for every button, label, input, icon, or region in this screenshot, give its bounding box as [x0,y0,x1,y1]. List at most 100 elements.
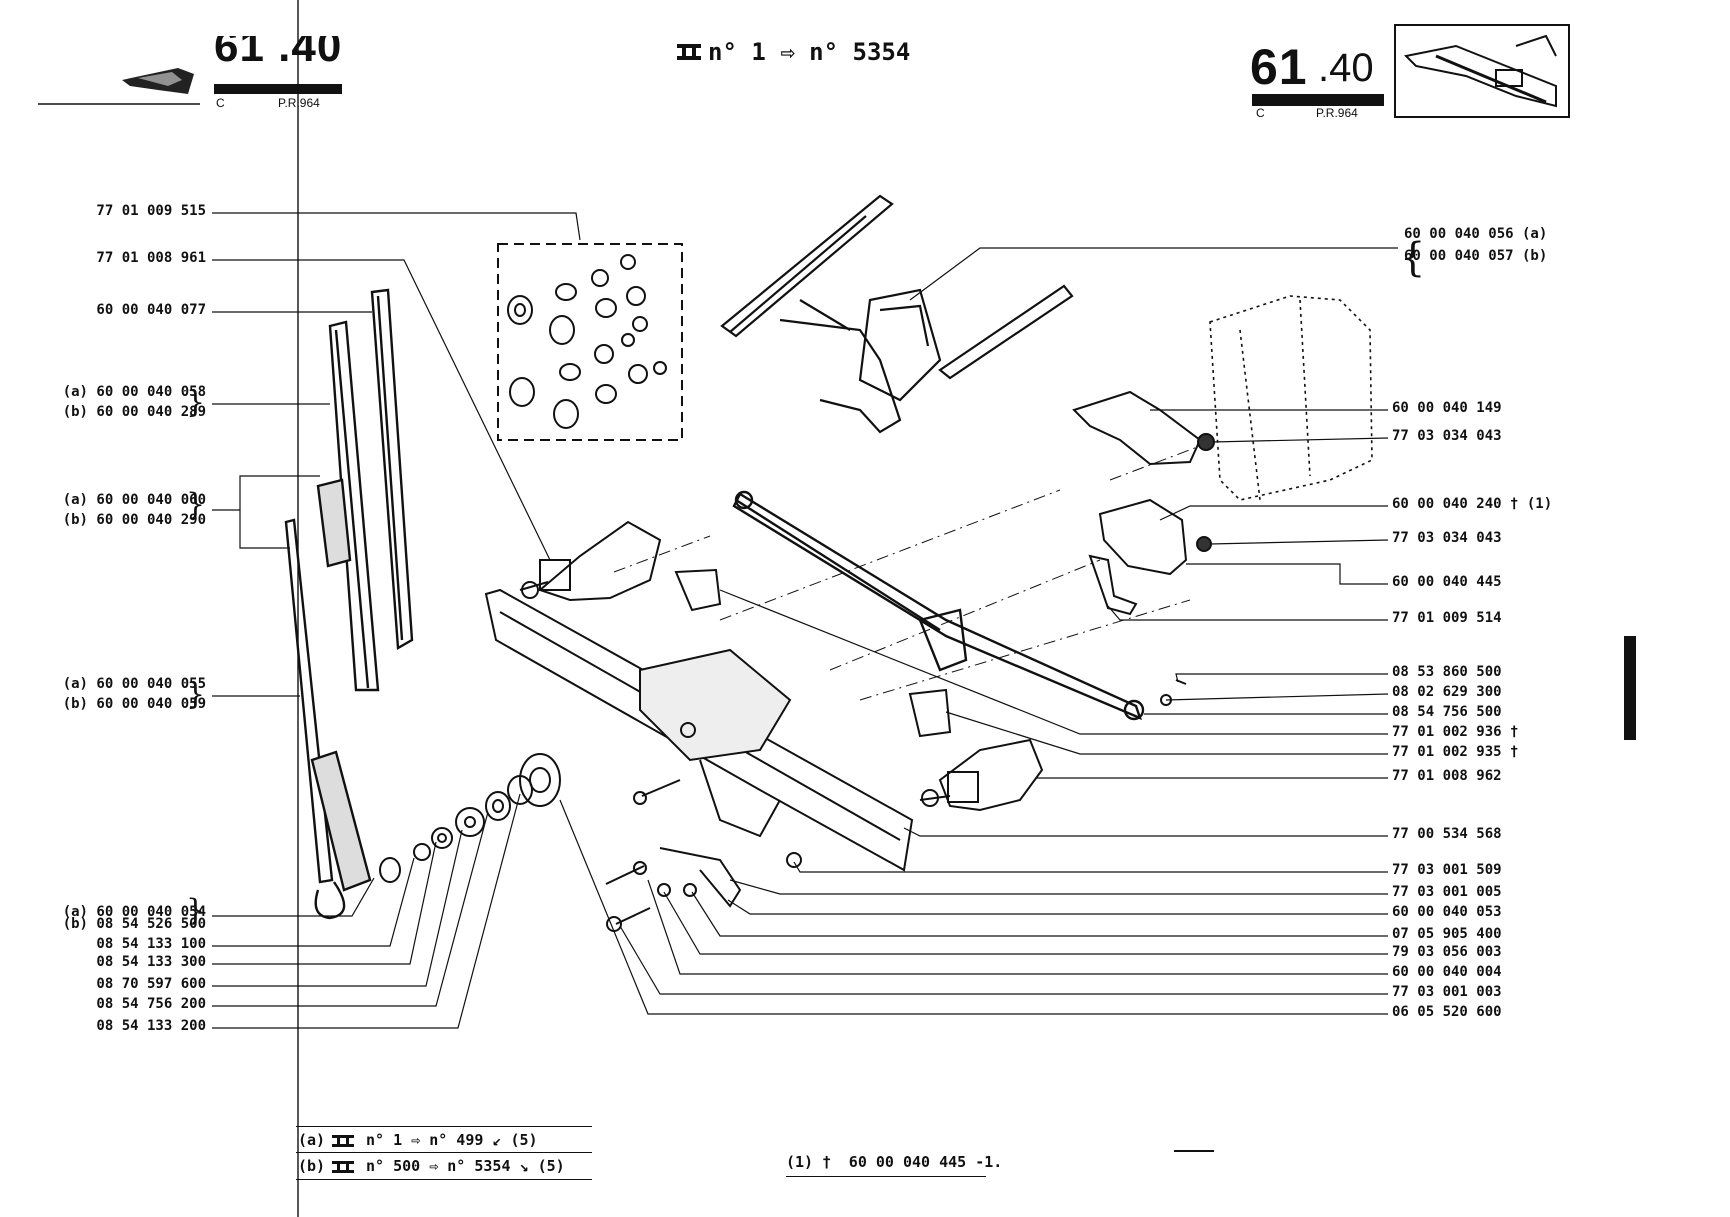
wiper-blade-group [284,288,414,920]
motor-bracket [1072,390,1215,616]
leader-lines [212,212,1398,1029]
right-leader-20 [663,891,1388,955]
right-leader-1 [909,247,1398,301]
right-part-label-7: 60 00 040 445 [1392,574,1502,590]
brace-right-top: { [1400,235,1426,281]
right-part-label-11: 08 54 756 500 [1392,704,1502,720]
right-leader-6 [1209,539,1389,545]
left-part-label-9: (b) 60 00 040 059 [62,696,206,712]
right-part-label-15: 77 00 534 568 [1392,826,1502,842]
motor-housing [1209,295,1373,501]
mounting-panel [484,588,914,872]
left-part-label-10: (a) 60 00 040 054 [62,904,206,920]
right-part-label-8: 77 01 009 514 [1392,610,1502,626]
left-part-label-7: (b) 60 00 040 290 [62,512,206,528]
right-part-label-1: 60 00 040 056 (a) [1404,226,1548,242]
footnote-b-key: (b) [298,1157,326,1175]
right-part-label-21: 60 00 040 004 [1392,964,1502,980]
top-wiper-assembly [720,194,1074,434]
section-number-left: 61 .40 [214,22,343,71]
c-right: C [1256,106,1265,120]
left-part-label-1: 77 01 009 515 [96,203,206,219]
right-leader-16 [793,861,1388,873]
footnote-b-text: n° 500 ⇨ n° 5354 ↘ (5) [366,1157,565,1175]
section-bar-right [1252,94,1384,106]
right-part-label-23: 06 05 520 600 [1392,1004,1502,1020]
pr-left: P.R.964 [278,96,320,110]
logo-left [118,60,198,100]
logo-left-icon [122,68,194,94]
footnote-table: (a) n° 1 ⇨ n° 499 ↙ (5) (b) n° 500 ⇨ n° … [296,1126,592,1180]
section-bar-left [214,84,342,94]
left-leader-6 [212,475,320,511]
footnote-a-text: n° 1 ⇨ n° 499 ↙ (5) [366,1131,538,1149]
left-leader-12 [212,857,415,947]
parts-drawing [38,0,1373,1217]
left-part-label-3: 60 00 040 077 [96,302,206,318]
right-leader-8 [1107,605,1388,621]
right-part-label-19: 07 05 905 400 [1392,926,1502,942]
left-part-label-5: (b) 60 00 040 289 [62,404,206,420]
left-part-label-4: (a) 60 00 040 058 [62,384,206,400]
right-leader-21 [647,879,1388,975]
brace-left-054: } [186,893,206,928]
right-part-label-22: 77 03 001 003 [1392,984,1502,1000]
brace-left-060: } [186,487,206,522]
section-number-right: 61 [1250,39,1308,95]
right-leader-9 [1175,673,1388,683]
right-leader-17 [729,879,1388,895]
footnote-one: (1) † 60 00 040 445 -1. [786,1152,1002,1177]
right-part-label-17: 77 03 001 005 [1392,884,1502,900]
brace-left-055: } [186,677,206,712]
left-leader-1 [212,212,581,241]
brace-left-058: } [186,385,206,420]
pr-right: P.R.964 [1316,106,1358,120]
bushing-kit-parts [507,254,667,429]
left-leader-13 [212,841,437,965]
left-leader-14 [212,829,463,987]
right-leader-13 [945,711,1388,755]
wheelbox-left [519,520,662,602]
right-part-label-18: 60 00 040 053 [1392,904,1502,920]
right-part-label-10: 08 02 629 300 [1392,684,1502,700]
right-leader-4 [1211,437,1389,443]
footnote-one-key: (1) † [786,1153,832,1171]
page-edge-mark [1624,636,1636,740]
right-leader-22 [619,925,1388,995]
left-part-label-15: 08 54 756 200 [96,996,206,1012]
right-part-label-20: 79 03 056 003 [1392,944,1502,960]
serial-range-title: n° 1 ⇨ n° 5354 [708,38,911,66]
clip-lower [908,688,952,738]
left-part-label-6: (a) 60 00 040 060 [62,492,206,508]
left-part-label-2: 77 01 008 961 [96,250,206,266]
right-part-label-2: 60 00 040 057 (b) [1404,248,1548,264]
assembly-guides [613,445,1201,701]
left-part-label-14: 08 70 597 600 [96,976,206,992]
left-leader-15 [212,811,489,1007]
right-part-label-5: 60 00 040 240 † (1) [1392,496,1553,512]
left-part-label-13: 08 54 133 300 [96,954,206,970]
right-part-label-4: 77 03 034 043 [1392,428,1502,444]
wheelbox-right [919,738,1044,812]
right-part-label-12: 77 01 002 936 † [1392,724,1519,740]
thumbnail-wiper-icon [1403,34,1557,108]
right-leader-12 [719,589,1388,735]
smudge-mark-1 [1174,1150,1214,1152]
right-part-label-14: 77 01 008 962 [1392,768,1502,784]
right-part-label-16: 77 03 001 509 [1392,862,1502,878]
left-leader-7 [239,510,290,549]
left-leader-10 [212,877,375,917]
left-leader-2 [212,259,551,561]
chassis-icon-a [332,1133,354,1147]
right-leader-23 [559,799,1388,1015]
bolts [605,679,1187,932]
left-part-label-16: 08 54 133 200 [96,1018,206,1034]
bushing-kit-box [497,243,683,441]
right-leader-18 [727,899,1388,915]
clip-upper [674,568,722,612]
c-left: C [216,96,225,110]
right-part-label-6: 77 03 034 043 [1392,530,1502,546]
thumbnail-box [1394,24,1570,118]
right-part-label-9: 08 53 860 500 [1392,664,1502,680]
right-leader-7 [1186,563,1388,585]
